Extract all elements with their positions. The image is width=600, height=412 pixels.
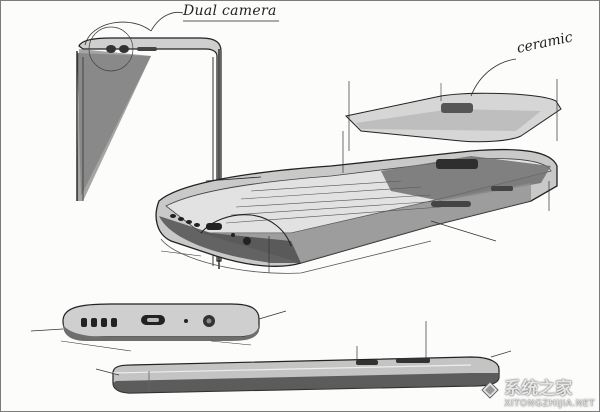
dual-camera-annotation: Dual camera [183,3,277,19]
watermark-subtext: XITONGZHIJIA.NET [504,399,595,409]
watermark: 系统之家 XITONGZHIJIA.NET [480,374,595,409]
phone-top-view [76,12,279,269]
phone-side-view [95,321,512,394]
watermark-text: 系统之家 [504,379,573,399]
phone-perspective-view [155,131,558,274]
watermark-logo-icon [480,380,500,404]
ceramic-back-panel [344,58,562,151]
phone-bottom-view [30,303,287,352]
